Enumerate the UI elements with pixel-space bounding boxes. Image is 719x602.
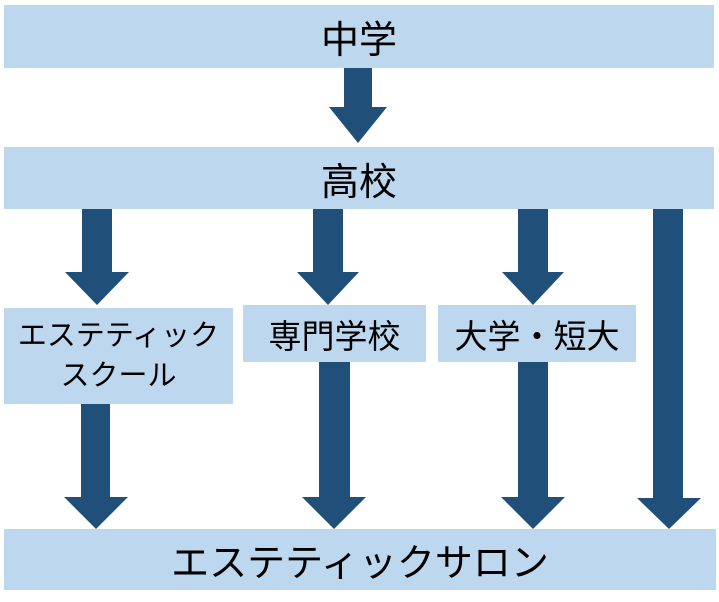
arrow-esthetic-school-to-salon-head-icon — [64, 497, 128, 529]
arrow-junior-to-high-head-icon — [329, 107, 387, 143]
arrow-university-to-salon-head-icon — [501, 497, 565, 529]
arrow-high-to-esthetic-school-shaft — [82, 209, 112, 272]
node-esthetic-salon: エステティックサロン — [4, 529, 716, 590]
node-university-junior-college-label: 大学・短大 — [454, 317, 620, 355]
node-vocational-school: 専門学校 — [243, 305, 426, 362]
node-high-school: 高校 — [4, 147, 714, 209]
node-esthetic-school-label-line2: スクール — [60, 360, 177, 392]
node-high-school-label: 高校 — [320, 161, 397, 204]
arrow-high-to-vocational-head-icon — [297, 272, 359, 305]
arrow-high-to-salon-shaft — [653, 209, 683, 498]
node-university-junior-college: 大学・短大 — [438, 305, 636, 362]
arrow-high-to-vocational-shaft — [313, 209, 343, 272]
arrow-high-to-esthetic-school-head-icon — [65, 272, 129, 305]
node-vocational-school-label: 専門学校 — [268, 317, 401, 355]
node-junior-high-school-label: 中学 — [320, 20, 397, 62]
arrow-high-to-university-shaft — [518, 209, 548, 272]
arrow-vocational-to-salon-head-icon — [302, 497, 366, 529]
arrow-high-to-university-head-icon — [502, 272, 564, 305]
arrow-esthetic-school-to-salon-shaft — [81, 404, 110, 497]
arrow-vocational-to-salon-shaft — [319, 362, 350, 497]
node-esthetic-salon-label: エステティックサロン — [171, 543, 549, 585]
arrow-university-to-salon-shaft — [518, 362, 548, 497]
node-esthetic-school-label-line1: エステティック — [17, 319, 220, 352]
arrow-junior-to-high-shaft — [344, 68, 372, 107]
node-junior-high-school: 中学 — [4, 5, 714, 68]
node-esthetic-school: エステティック スクール — [4, 308, 233, 404]
arrow-high-to-salon-head-icon — [637, 498, 701, 529]
